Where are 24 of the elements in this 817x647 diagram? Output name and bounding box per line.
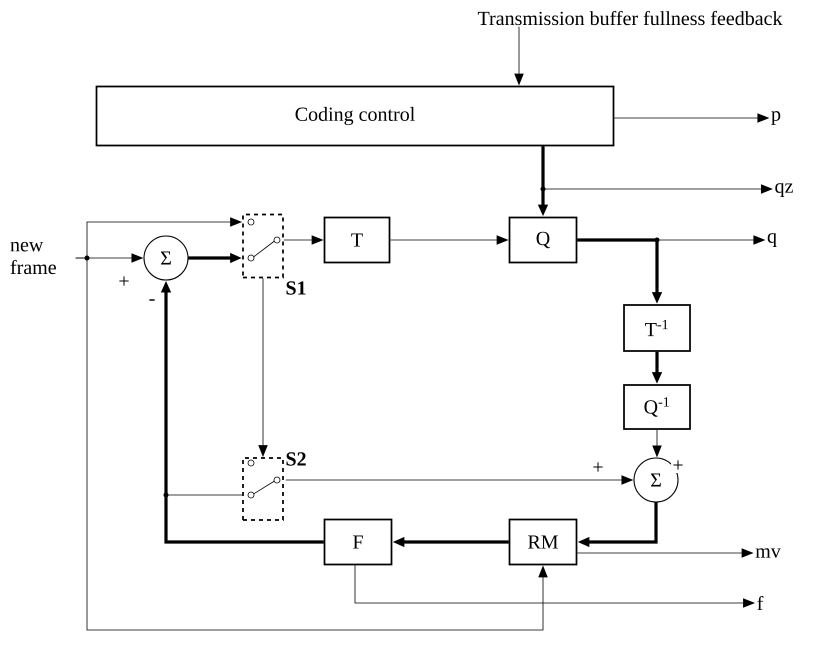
node-label: S1 xyxy=(286,281,306,295)
arrow xyxy=(75,258,548,630)
block-box: T xyxy=(324,216,390,264)
node-label: S2 xyxy=(286,452,306,466)
signal-label: Transmission buffer fullness feedback xyxy=(478,10,782,26)
signal-label: mv xyxy=(756,548,781,558)
signal-label: f xyxy=(757,596,764,610)
block-box: RM xyxy=(508,518,578,566)
signal-label: q xyxy=(768,233,777,247)
summing-junction: Σ xyxy=(143,235,189,281)
block-box: T$^{-1}$ xyxy=(623,304,691,352)
switch-box: S1 xyxy=(242,214,306,295)
signal-label: qz xyxy=(775,183,793,197)
signal-label: p xyxy=(771,111,780,125)
block-box: Q xyxy=(508,216,578,264)
block-box: Q$^{-1}$ xyxy=(623,384,691,430)
edge-label: - xyxy=(147,298,157,306)
signal-label: new frame xyxy=(10,242,56,274)
edge-label: + xyxy=(671,459,685,473)
edge-label: + xyxy=(591,461,605,475)
block-box: F xyxy=(324,518,392,566)
edge-label: + xyxy=(117,275,131,289)
switch-box: S2 xyxy=(242,452,306,521)
block-box: Coding control xyxy=(96,86,614,146)
